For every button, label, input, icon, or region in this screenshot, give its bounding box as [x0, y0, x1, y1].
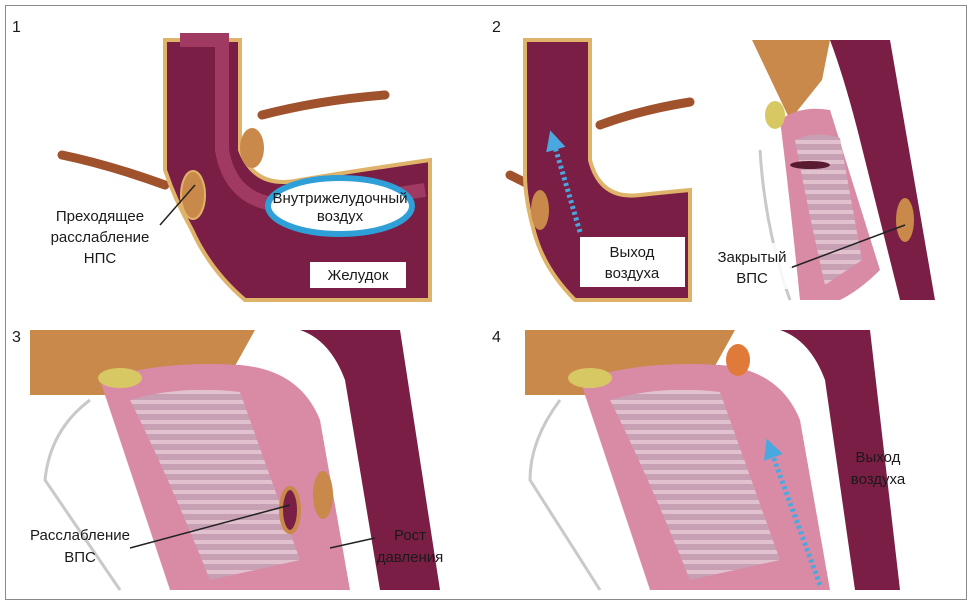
figure-frame: [5, 5, 967, 600]
